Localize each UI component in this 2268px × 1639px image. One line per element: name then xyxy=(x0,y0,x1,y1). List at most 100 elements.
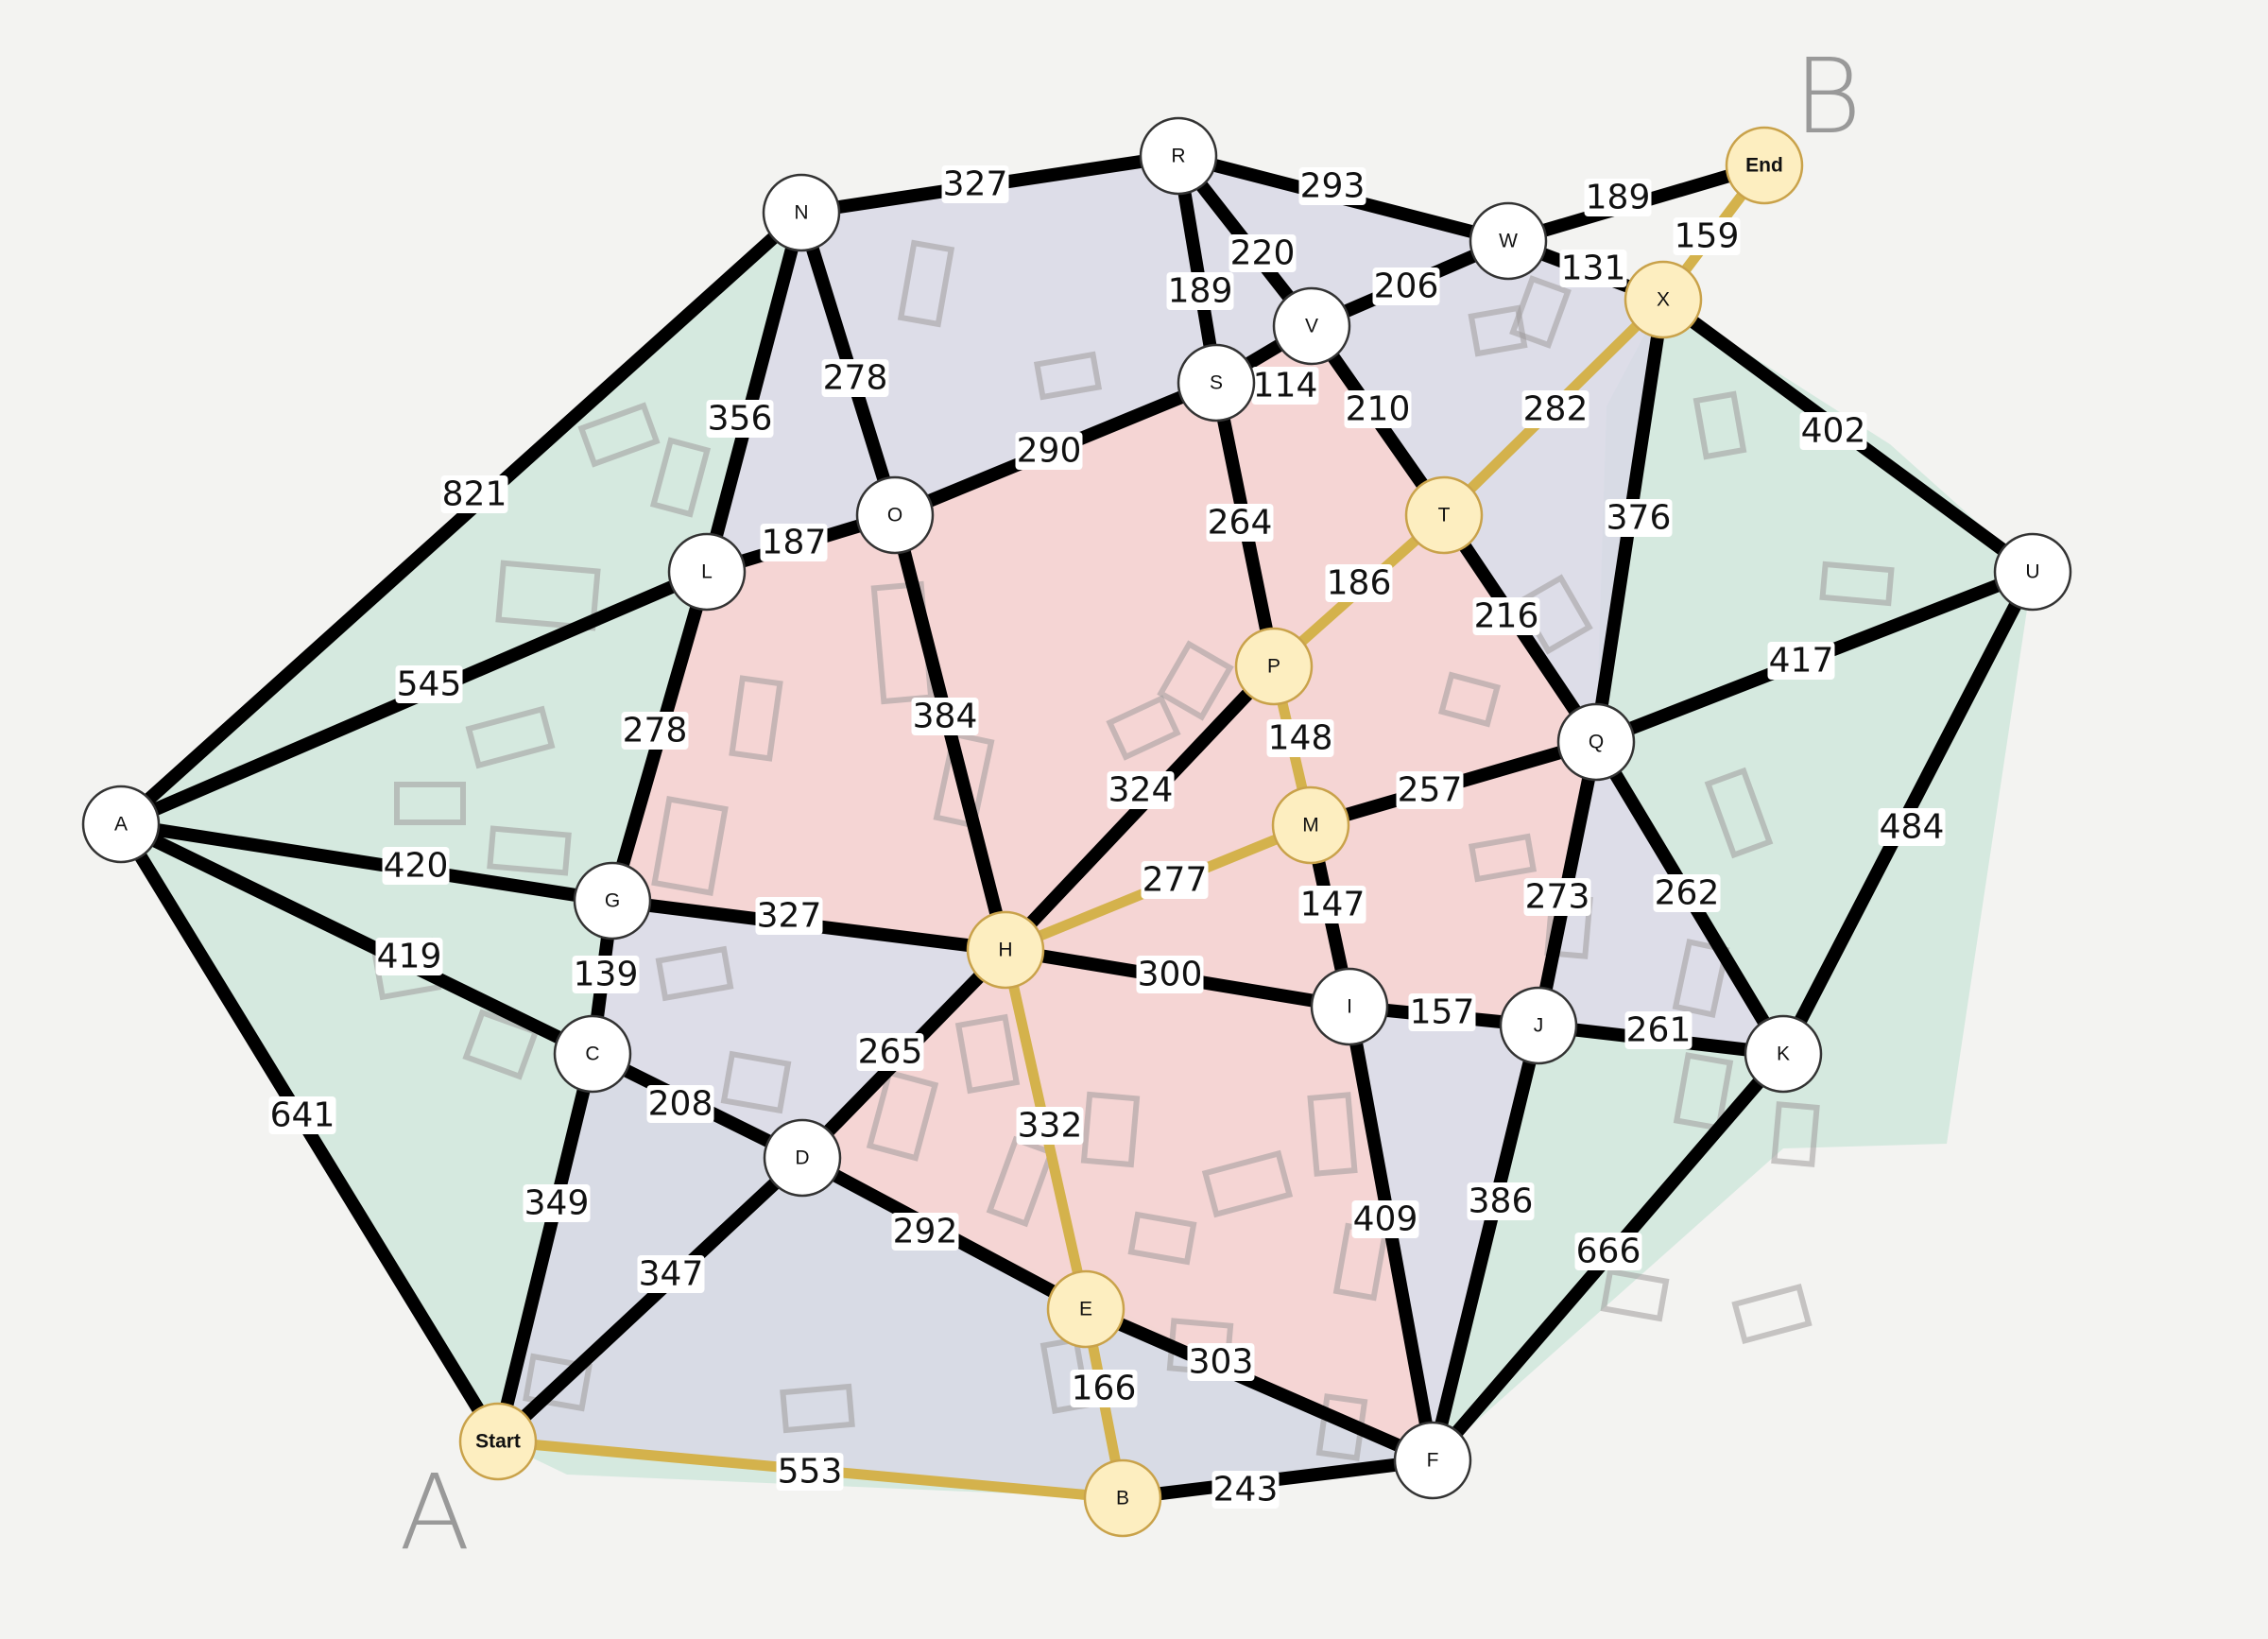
node-label: L xyxy=(701,561,713,583)
edge-weight-bg xyxy=(1472,597,1540,635)
building-outline xyxy=(897,239,955,328)
edge-weight-bg xyxy=(395,665,463,703)
node-circle xyxy=(762,173,841,252)
node-label: U xyxy=(2025,561,2039,583)
node-label: E xyxy=(1079,1299,1092,1320)
building-outline xyxy=(649,437,712,518)
edge-weight-x-u: 402 xyxy=(1801,412,1866,451)
building-outline xyxy=(394,782,466,825)
node-p: P xyxy=(1234,627,1314,706)
edge-weight-bg xyxy=(911,698,979,735)
node-circle xyxy=(1393,1421,1472,1500)
building-outline xyxy=(1438,671,1501,728)
node-label: V xyxy=(1305,316,1318,337)
node-label: G xyxy=(605,890,620,912)
edge-weight-x-q: 376 xyxy=(1606,499,1672,538)
edge-a-g xyxy=(114,818,619,907)
building-outline xyxy=(933,731,995,829)
node-e: E xyxy=(1046,1269,1125,1349)
edge-weight-bg xyxy=(1584,179,1652,216)
edge-weight-bg xyxy=(891,1213,959,1251)
node-label: Q xyxy=(1589,732,1604,753)
node-circle xyxy=(81,785,161,864)
node-label: A xyxy=(114,814,128,836)
edge-weight-p-h: 324 xyxy=(1108,771,1174,810)
node-circle xyxy=(1234,627,1314,706)
edge-weight-bg xyxy=(646,1085,714,1123)
node-label: K xyxy=(1777,1044,1790,1065)
node-circle xyxy=(573,861,652,940)
edge-weight-x-end: 159 xyxy=(1675,217,1740,256)
building-outline xyxy=(720,1050,792,1114)
node-label: P xyxy=(1267,656,1280,678)
edge-weight-bg xyxy=(1521,390,1589,428)
node-circle xyxy=(763,1118,842,1198)
edge-weight-bg xyxy=(1559,250,1627,287)
edge-weight-d-e: 292 xyxy=(893,1213,958,1251)
node-k: K xyxy=(1744,1014,1823,1094)
edge-weight-bg xyxy=(755,897,823,935)
edge-weight-i-j: 157 xyxy=(1410,993,1475,1032)
node-label: X xyxy=(1657,289,1670,311)
building-outline xyxy=(651,795,729,897)
node-label: W xyxy=(1499,231,1518,252)
edge-a-c xyxy=(114,818,599,1061)
node-start: Start xyxy=(458,1402,538,1481)
edge-weight-bg xyxy=(621,712,689,750)
building-outline xyxy=(465,705,556,769)
edge-weight-j-f: 386 xyxy=(1469,1182,1534,1221)
edge-weight-bg xyxy=(1298,886,1366,923)
building-outline xyxy=(1106,695,1181,761)
node-circle xyxy=(667,532,747,612)
node-circle xyxy=(553,1014,632,1094)
edge-weight-a-c: 419 xyxy=(377,938,442,976)
node-circle xyxy=(1177,343,1256,423)
node-u: U xyxy=(1993,532,2072,612)
building-outline xyxy=(487,825,572,876)
edge-weight-bg xyxy=(523,1184,591,1222)
edge-weight-t-x: 282 xyxy=(1523,390,1589,429)
edge-weight-h-e: 332 xyxy=(1018,1107,1083,1146)
edge-weight-bg xyxy=(941,165,1009,203)
building-outline xyxy=(462,1009,540,1080)
node-label: H xyxy=(998,940,1012,961)
building-outline xyxy=(1692,390,1747,460)
node-w: W xyxy=(1469,201,1548,281)
edge-weight-d-start: 347 xyxy=(639,1255,704,1294)
edge-weight-bg xyxy=(1799,412,1867,450)
node-label: D xyxy=(795,1147,809,1169)
node-circle xyxy=(1993,532,2072,612)
building-outline xyxy=(1201,1149,1294,1218)
edge-weight-o-s: 290 xyxy=(1017,432,1082,471)
node-circle xyxy=(1272,286,1351,366)
building-outline xyxy=(1509,275,1572,349)
edge-weight-bg xyxy=(637,1255,705,1293)
edge-weight-bg xyxy=(382,847,450,885)
edge-weight-bg xyxy=(572,956,640,993)
edge-weight-h-i: 300 xyxy=(1138,956,1203,994)
edge-weight-a-g: 420 xyxy=(384,847,449,886)
node-q: Q xyxy=(1556,702,1636,782)
edge-weight-bg xyxy=(1467,1182,1535,1220)
edge-weight-bg xyxy=(1206,504,1274,542)
edge-weight-bg xyxy=(1344,390,1412,428)
edge-weight-bg xyxy=(375,938,443,975)
node-d: D xyxy=(763,1118,842,1198)
node-circle xyxy=(1725,126,1804,205)
edge-weight-q-u: 417 xyxy=(1769,642,1834,681)
edge-weight-bg xyxy=(1266,719,1334,757)
node-s: S xyxy=(1177,343,1256,423)
node-label: S xyxy=(1210,372,1223,394)
edge-weight-bg xyxy=(1136,956,1204,993)
node-circle xyxy=(855,475,935,555)
edge-weight-i-f: 409 xyxy=(1353,1200,1418,1239)
edge-weight-bg xyxy=(856,1033,924,1071)
node-label: I xyxy=(1347,996,1352,1018)
node-x: X xyxy=(1624,260,1703,339)
edge-weight-a-l: 545 xyxy=(397,665,462,704)
edge-weight-l-o: 187 xyxy=(762,524,827,562)
node-j: J xyxy=(1499,986,1578,1065)
edge-weight-bg xyxy=(1107,771,1175,809)
building-outline xyxy=(1157,640,1234,721)
